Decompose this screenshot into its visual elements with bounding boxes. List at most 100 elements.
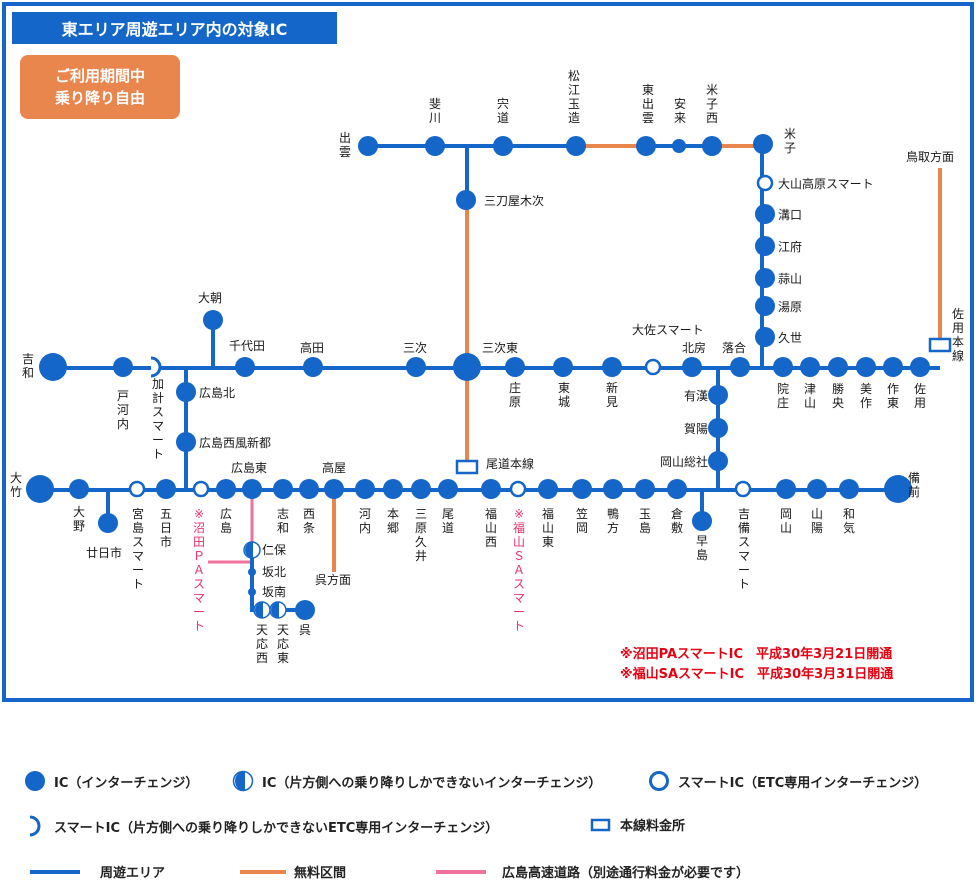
svg-text:戸: 戸	[117, 389, 129, 403]
ono-marker[interactable]	[69, 479, 89, 499]
tenno-higashi-marker[interactable]	[269, 601, 287, 619]
nigata-label: 仁保	[262, 543, 286, 557]
koya-marker[interactable]	[324, 479, 344, 499]
legend-smart: スマートIC（ETC専用インターチェンジ）	[648, 770, 927, 792]
svg-text:山: 山	[811, 507, 823, 521]
saijo2-marker[interactable]	[299, 479, 319, 499]
mizoguchi-marker[interactable]	[755, 204, 775, 224]
innosho-marker[interactable]	[773, 357, 793, 377]
onomichi-honsen-label: 尾道本線	[486, 456, 534, 471]
hiruzen-marker[interactable]	[755, 268, 775, 288]
mihara-kui-marker[interactable]	[411, 479, 431, 499]
chiyoda-marker[interactable]	[235, 357, 255, 377]
numata-pa-marker[interactable]	[192, 480, 210, 498]
sakuto-marker[interactable]	[883, 357, 903, 377]
svg-text:子: 子	[706, 97, 718, 111]
nigata-marker[interactable]	[243, 541, 261, 559]
yonago-marker[interactable]	[753, 134, 773, 154]
itsukaichi-marker[interactable]	[156, 479, 176, 499]
hayashima-marker[interactable]	[692, 511, 712, 531]
togouchi-marker[interactable]	[113, 357, 133, 377]
daisen-kogen-marker[interactable]	[756, 174, 774, 192]
miyoshi-marker[interactable]	[406, 357, 426, 377]
matsue-tamatsukuri-marker[interactable]	[566, 136, 586, 156]
okayama-soja-marker[interactable]	[708, 451, 728, 471]
svg-text:気: 気	[843, 520, 855, 535]
daisa-smart-marker[interactable]	[644, 358, 662, 376]
svg-text:呉方面: 呉方面	[315, 572, 351, 587]
miyoshi-higashi-marker[interactable]	[453, 353, 481, 381]
kayo-marker[interactable]	[708, 418, 728, 438]
sanyo-marker[interactable]	[807, 479, 827, 499]
izumo-marker[interactable]	[358, 136, 378, 156]
otake-marker[interactable]	[26, 475, 54, 503]
svg-text:大佐スマート: 大佐スマート	[632, 323, 704, 337]
takata-marker[interactable]	[303, 357, 323, 377]
svg-text:福: 福	[485, 506, 497, 521]
hikawa-marker[interactable]	[425, 136, 445, 156]
kake-smart-marker[interactable]	[150, 356, 162, 378]
ooasa-marker[interactable]	[203, 310, 223, 330]
hiroshima-marker[interactable]	[216, 479, 236, 499]
yonago-nishi-marker[interactable]	[702, 136, 722, 156]
fukuyama-higashi-marker[interactable]	[538, 479, 558, 499]
miyajima-smart-marker[interactable]	[128, 480, 146, 498]
yoshiwa-marker[interactable]	[39, 353, 67, 381]
sakakita-marker[interactable]	[248, 568, 256, 576]
fukuyama-sa-marker[interactable]	[509, 480, 527, 498]
hiroshima-nishi-fushin-marker[interactable]	[176, 432, 196, 452]
hatsukaichi-marker[interactable]	[98, 513, 118, 533]
saijo-marker[interactable]	[553, 357, 573, 377]
sanyo-label: 山陽	[811, 507, 823, 535]
kure-marker[interactable]	[295, 600, 315, 620]
onomichi-marker[interactable]	[438, 479, 458, 499]
svg-text:庄: 庄	[777, 395, 789, 410]
shinji-marker[interactable]	[493, 136, 513, 156]
onomichi-honsen-marker[interactable]	[455, 459, 479, 475]
ochiai-marker[interactable]	[730, 357, 750, 377]
wake-marker[interactable]	[839, 479, 859, 499]
tamashima-marker[interactable]	[635, 479, 655, 499]
tsuyama-marker[interactable]	[800, 357, 820, 377]
svg-text:斐: 斐	[429, 97, 441, 111]
arisu-marker[interactable]	[708, 385, 728, 405]
svg-text:※: ※	[194, 507, 204, 521]
yasugi-marker[interactable]	[672, 139, 686, 153]
higashi-izumo-marker[interactable]	[636, 136, 656, 156]
tenno-nishi-marker[interactable]	[253, 601, 271, 619]
svg-text:西: 西	[303, 507, 315, 521]
togouchi-label: 戸河内	[117, 389, 129, 431]
sayo-honsen-marker[interactable]	[928, 337, 952, 353]
kochi-marker[interactable]	[355, 479, 375, 499]
bizen-marker[interactable]	[884, 475, 912, 503]
shiwa-marker[interactable]	[273, 479, 293, 499]
okayama-marker[interactable]	[776, 479, 796, 499]
niimi-marker[interactable]	[602, 357, 622, 377]
kibi-smart-marker[interactable]	[734, 480, 752, 498]
mimasaka-marker[interactable]	[856, 357, 876, 377]
yubara-marker[interactable]	[755, 296, 775, 316]
mitoya-kisuki-marker[interactable]	[456, 190, 476, 210]
svg-text:作: 作	[887, 382, 899, 396]
svg-text:山: 山	[513, 535, 525, 549]
kofu-marker[interactable]	[755, 236, 775, 256]
kurashiki-marker[interactable]	[667, 479, 687, 499]
hongo-marker[interactable]	[383, 479, 403, 499]
svg-text:日: 日	[160, 521, 172, 535]
hiroshima-higashi-marker[interactable]	[242, 479, 262, 499]
shobara-marker[interactable]	[505, 357, 525, 377]
kasaoka-marker[interactable]	[572, 479, 592, 499]
sayo-marker[interactable]	[910, 357, 930, 377]
svg-text:原: 原	[509, 395, 521, 409]
hiroshima-kita-marker[interactable]	[176, 382, 196, 402]
kamogata-marker[interactable]	[603, 479, 623, 499]
svg-text:ト: ト	[152, 447, 164, 461]
sakaminami-marker[interactable]	[248, 588, 256, 596]
hokubo-marker[interactable]	[682, 357, 702, 377]
shoboku-marker[interactable]	[828, 357, 848, 377]
otake-label: 大竹	[10, 471, 22, 499]
kuse-marker[interactable]	[755, 327, 775, 347]
fukuyama-nishi-marker[interactable]	[481, 479, 501, 499]
legend-smart-label: スマートIC（ETC専用インターチェンジ）	[678, 775, 928, 791]
svg-text:志: 志	[277, 507, 289, 521]
